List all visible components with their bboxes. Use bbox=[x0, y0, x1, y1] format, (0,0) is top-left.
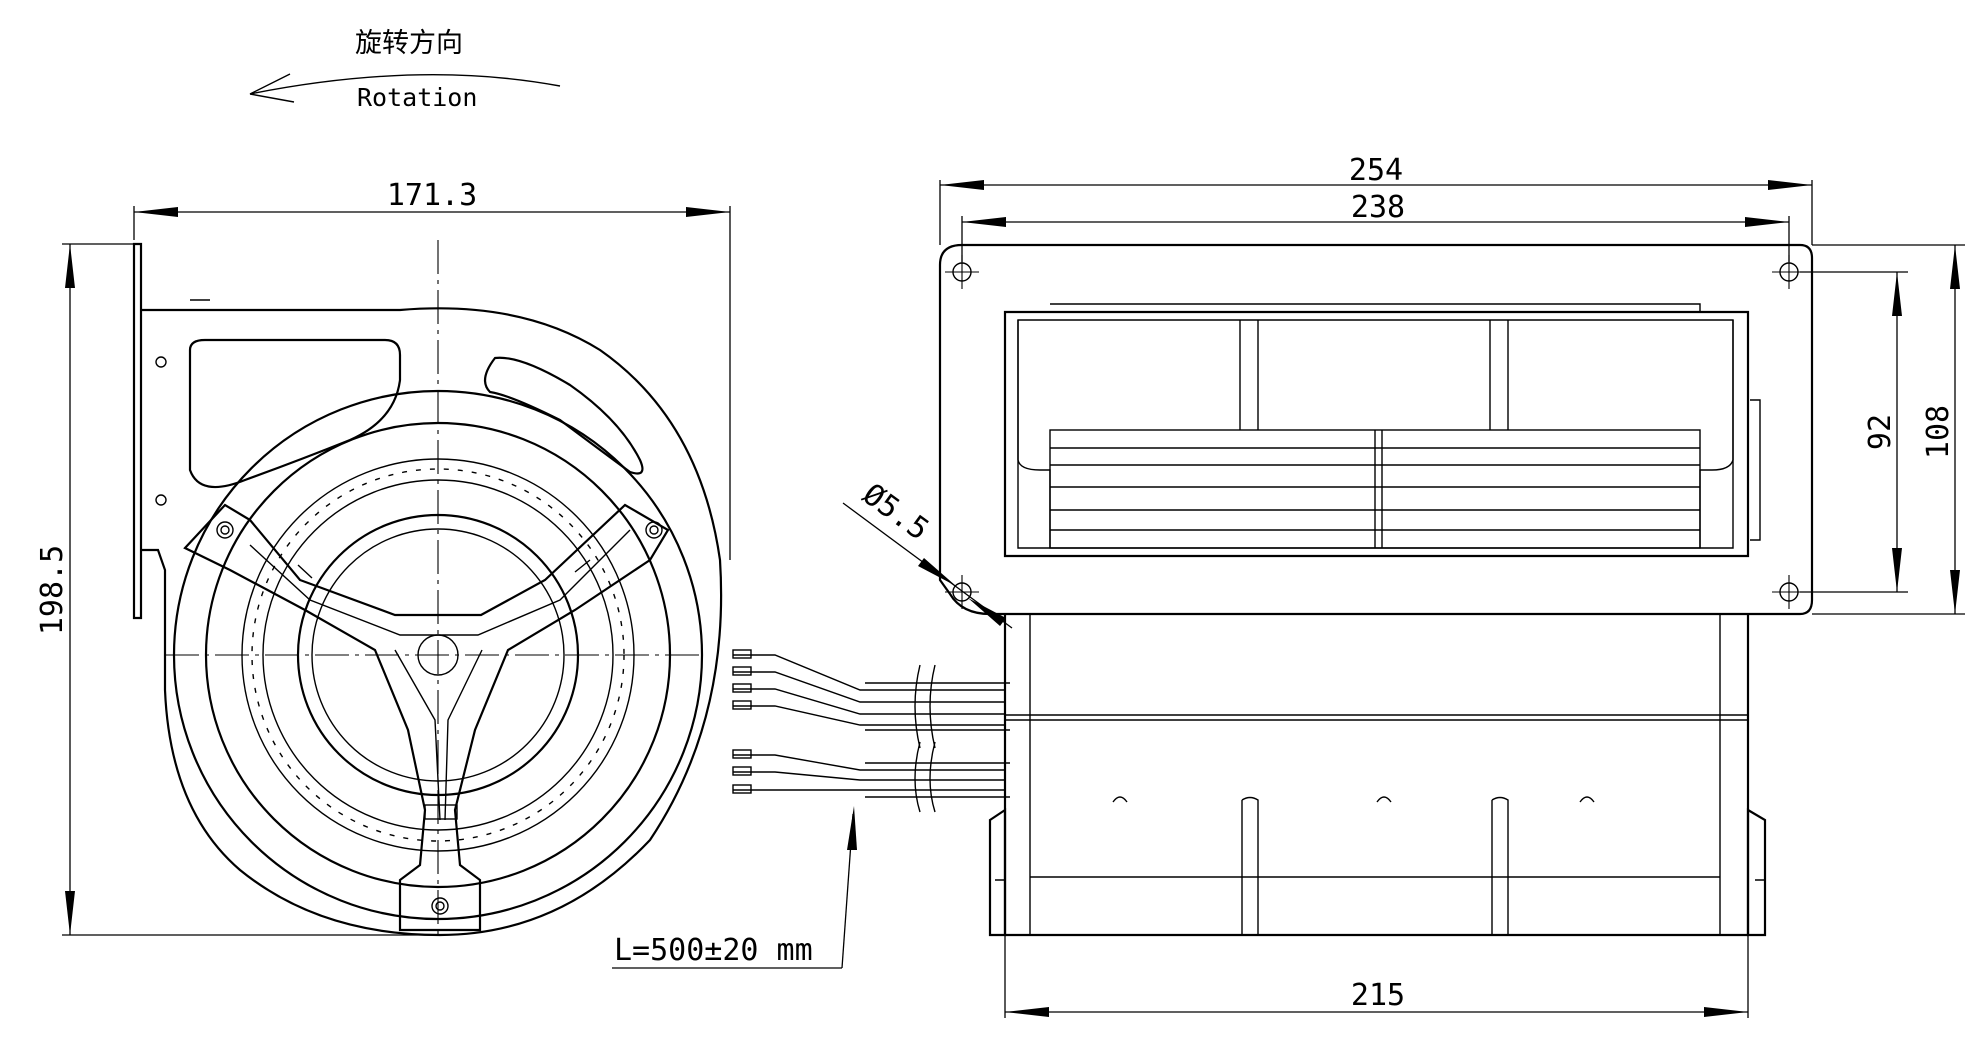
dim-front-width: 171.3 bbox=[133, 178, 731, 560]
front-view bbox=[132, 240, 723, 937]
dim-housing-width-label: 215 bbox=[1351, 978, 1405, 1013]
dim-hole-vertical: 92 bbox=[1800, 271, 1908, 593]
scroll-housing bbox=[141, 307, 723, 937]
dim-front-width-label: 171.3 bbox=[387, 178, 477, 213]
dim-hole-diameter-label: Ø5.5 bbox=[856, 477, 935, 548]
wiring bbox=[732, 649, 1010, 813]
plate-hole-top bbox=[155, 356, 167, 368]
rotation-arrow bbox=[249, 74, 561, 95]
side-view bbox=[938, 243, 1814, 937]
rotation-arrow-head bbox=[249, 73, 295, 103]
wire-break-upper bbox=[914, 664, 936, 749]
dimensions: 171.3 198.5 254 238 bbox=[35, 153, 1965, 1018]
bracket-outline bbox=[183, 503, 670, 932]
housing-opening-left bbox=[188, 338, 402, 489]
dim-flange-width-label: 254 bbox=[1349, 153, 1403, 188]
rotation-label-cn: 旋转方向 bbox=[355, 28, 463, 59]
bracket-hole-right bbox=[645, 521, 663, 539]
end-bracket-left bbox=[988, 807, 1007, 937]
flange-plate bbox=[938, 243, 1814, 616]
mounting-plate bbox=[132, 242, 143, 620]
bracket-hole-left bbox=[216, 521, 234, 539]
dim-hole-spacing: 238 bbox=[961, 190, 1790, 262]
rotation-annotation: 旋转方向 Rotation bbox=[249, 28, 561, 112]
blower-wheel-slats bbox=[1049, 429, 1701, 549]
dim-front-height: 198.5 bbox=[35, 243, 435, 936]
dim-flange-width: 254 bbox=[939, 153, 1813, 245]
dim-hole-vertical-label: 92 bbox=[1863, 414, 1898, 450]
bracket-hole-bottom bbox=[431, 897, 449, 915]
dim-cable-length-label: L=500±20 mm bbox=[614, 933, 813, 968]
dim-flange-height: 108 bbox=[1812, 244, 1965, 615]
outlet-frame bbox=[1003, 310, 1750, 558]
dim-flange-height-label: 108 bbox=[1921, 405, 1956, 459]
dim-hole-diameter: Ø5.5 bbox=[842, 477, 1013, 629]
dim-front-height-label: 198.5 bbox=[35, 545, 70, 635]
wire-break-lower bbox=[914, 741, 936, 813]
motor-bracket bbox=[183, 503, 670, 932]
dim-hole-spacing-label: 238 bbox=[1351, 190, 1405, 225]
dim-cable-length: L=500±20 mm bbox=[612, 806, 857, 969]
rotation-label-en: Rotation bbox=[357, 83, 477, 112]
housing-opening-right bbox=[483, 356, 644, 475]
end-bracket-right bbox=[1746, 808, 1767, 937]
plate-hole-bottom bbox=[155, 494, 167, 506]
dim-housing-width: 215 bbox=[1004, 935, 1749, 1018]
